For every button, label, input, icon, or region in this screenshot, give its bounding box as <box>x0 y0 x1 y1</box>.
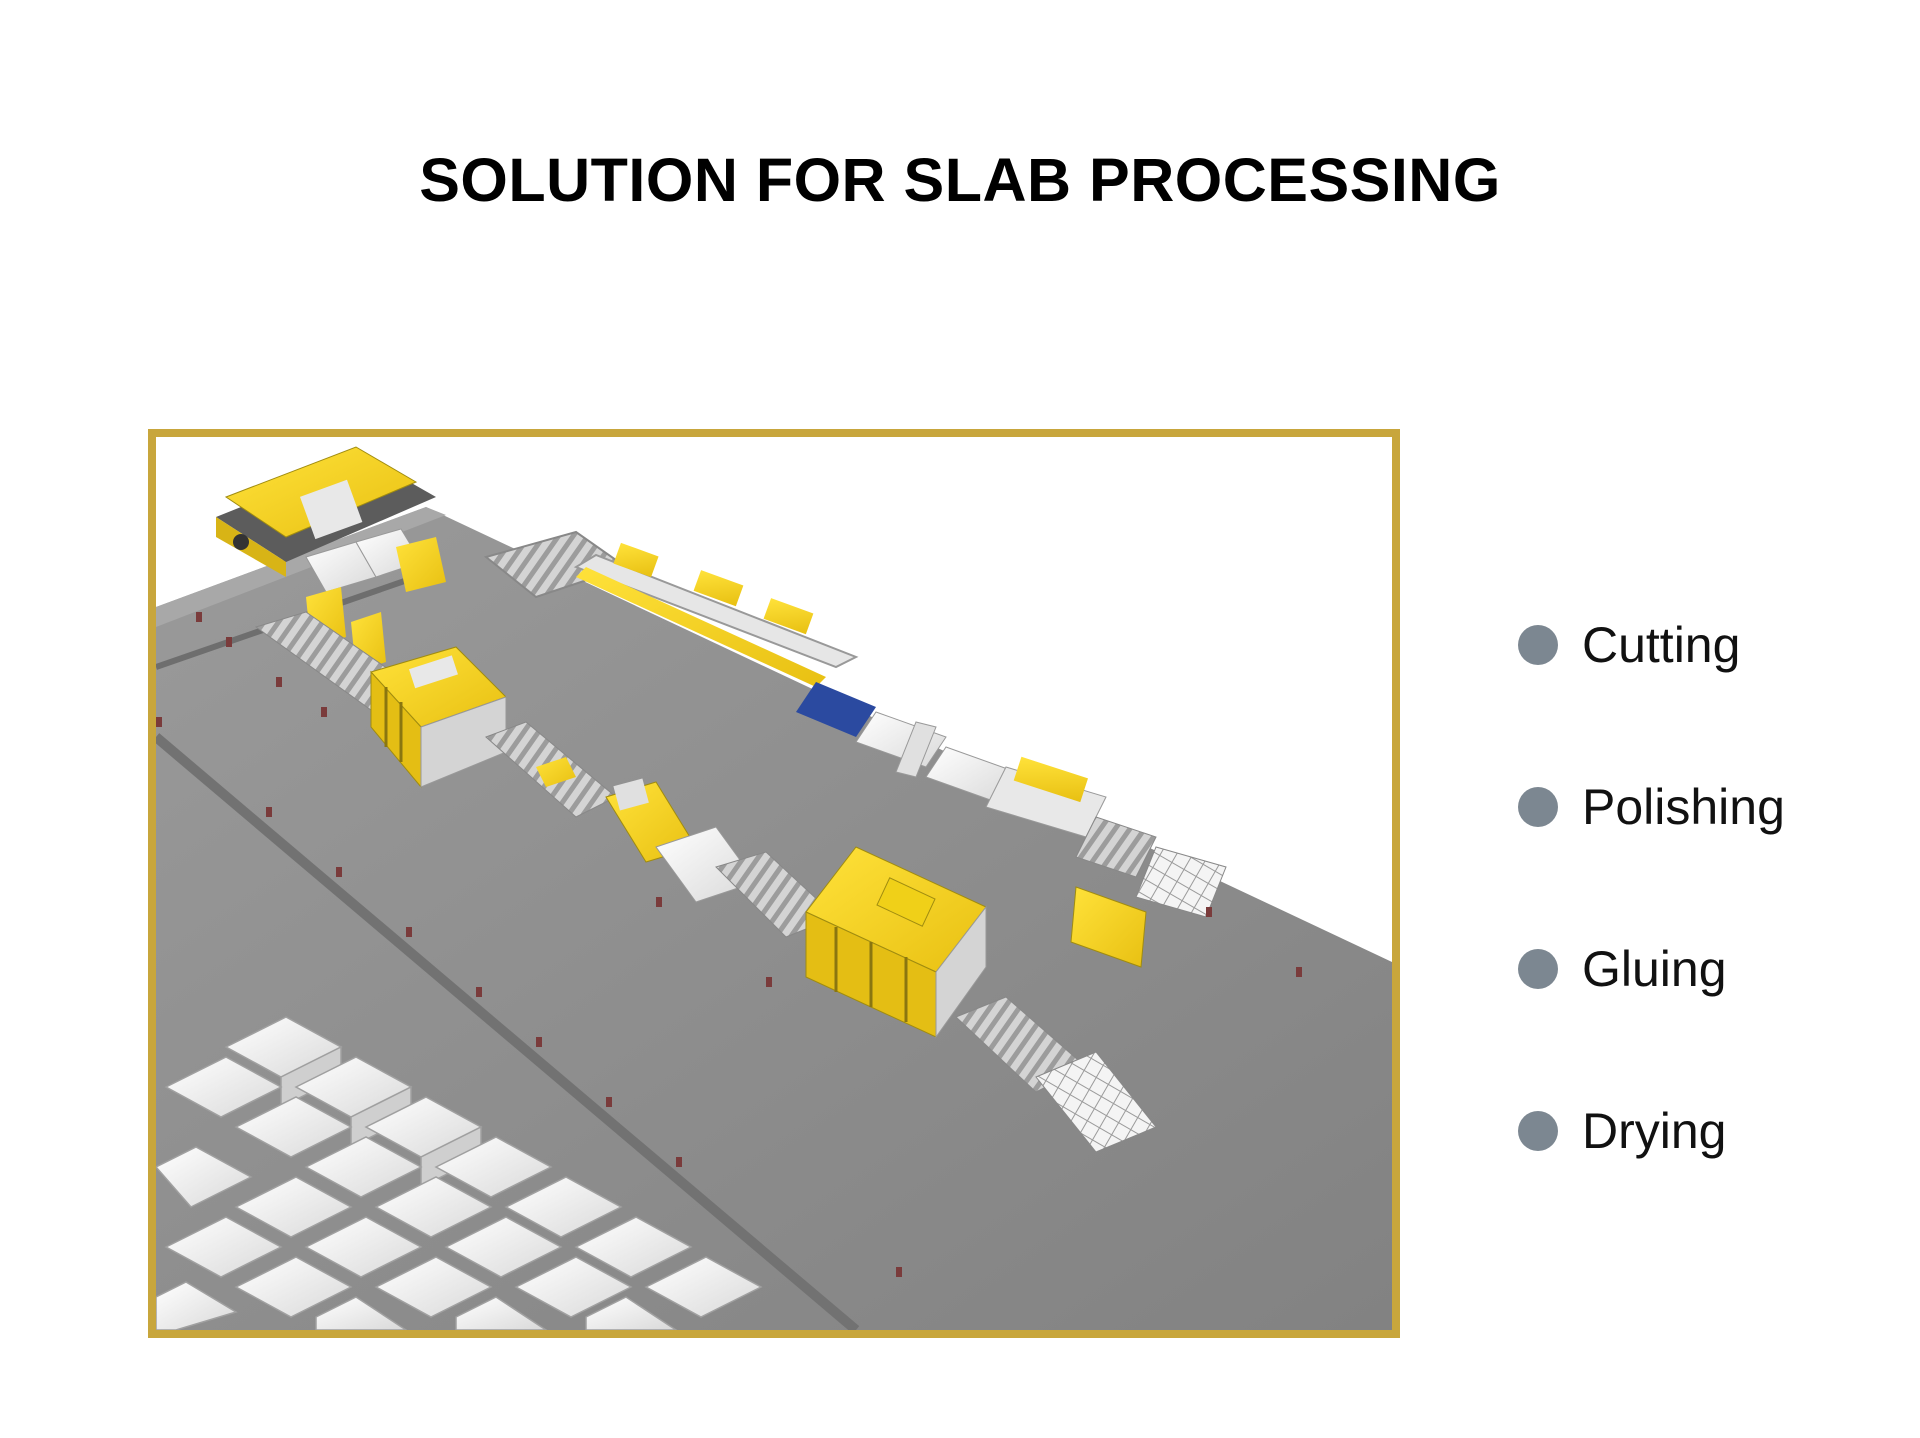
production-line-illustration <box>148 429 1400 1338</box>
production-line-render <box>156 437 1392 1330</box>
polishing-line <box>483 530 1227 968</box>
process-step-label: Cutting <box>1582 617 1741 673</box>
slab-racks-top <box>305 528 446 672</box>
gluing-drying-line <box>254 611 1157 1153</box>
cutting-machine <box>216 446 436 577</box>
process-step-label: Drying <box>1582 1103 1727 1159</box>
process-step-label: Polishing <box>1582 779 1785 835</box>
bullet-dot-icon <box>1518 787 1558 827</box>
marble-block-stockyard <box>156 1016 763 1330</box>
process-step-cutting: Cutting <box>1518 610 1898 680</box>
bullet-dot-icon <box>1518 625 1558 665</box>
process-step-drying: Drying <box>1518 1096 1898 1166</box>
bullet-dot-icon <box>1518 949 1558 989</box>
page-title: SOLUTION FOR SLAB PROCESSING <box>419 146 1501 214</box>
bullet-dot-icon <box>1518 1111 1558 1151</box>
floor-markers <box>156 612 1302 1277</box>
process-step-label: Gluing <box>1582 941 1727 997</box>
process-step-gluing: Gluing <box>1518 934 1898 1004</box>
process-step-polishing: Polishing <box>1518 772 1898 842</box>
